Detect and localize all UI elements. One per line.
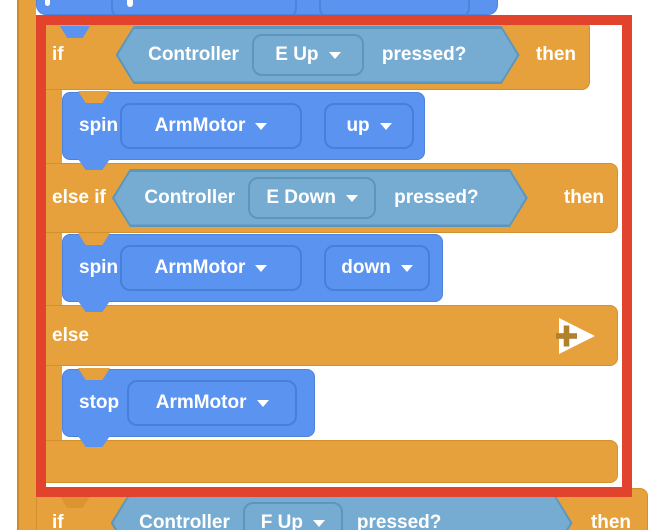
chevron-down-icon [255, 122, 268, 130]
elseif-keyword-label: else if [52, 187, 106, 208]
dropdown-value: down [341, 257, 391, 278]
motor-dropdown[interactable]: ArmMotor [120, 245, 303, 291]
clipped-letter-descender [45, 0, 50, 6]
chevron-down-icon [400, 264, 413, 272]
controller-pressed-condition-block[interactable]: Controller E Up pressed? [116, 26, 520, 84]
spin-block-up[interactable]: spin ArmMotor up [62, 92, 425, 160]
pressed-label: pressed? [381, 44, 467, 65]
controller-button-dropdown[interactable]: F Up [243, 502, 343, 530]
direction-dropdown[interactable]: down [324, 245, 431, 291]
stop-label: stop [79, 392, 120, 413]
chevron-down-icon [256, 399, 269, 407]
then-label: then [535, 44, 576, 65]
selection-highlight-rectangle [36, 15, 632, 497]
if-block-closing-bar[interactable] [36, 440, 618, 483]
connector-tab [78, 301, 110, 312]
connector-tab [78, 436, 110, 447]
motor-dropdown[interactable]: ArmMotor [120, 103, 303, 149]
notch-tab [78, 233, 110, 245]
connector-tab [78, 159, 110, 170]
notch-outline [60, 496, 90, 508]
dropdown-value: E Down [266, 187, 336, 208]
controller-button-dropdown[interactable]: E Down [248, 177, 376, 219]
then-label: then [563, 187, 604, 208]
controller-pressed-condition-block[interactable]: Controller E Down pressed? [112, 169, 528, 227]
clipped-block-above[interactable] [36, 0, 498, 15]
motor-dropdown[interactable]: ArmMotor [127, 380, 298, 426]
clipped-dropdown-outline[interactable] [319, 0, 470, 14]
controller-label: Controller [144, 187, 236, 208]
else-row[interactable]: else [36, 305, 618, 366]
pressed-label: pressed? [356, 512, 442, 530]
controller-label: Controller [148, 44, 239, 65]
notch-tab [78, 91, 110, 103]
else-keyword-label: else [52, 324, 89, 346]
spin-label: spin [79, 115, 119, 136]
dropdown-value: ArmMotor [154, 257, 246, 278]
dropdown-value: ArmMotor [154, 115, 246, 136]
dropdown-value: up [346, 115, 370, 136]
stop-block[interactable]: stop ArmMotor [62, 369, 315, 437]
chevron-down-icon [313, 520, 325, 527]
outer-loop-arm[interactable] [17, 0, 36, 530]
pressed-label: pressed? [394, 187, 479, 208]
then-label: then [590, 512, 631, 530]
dropdown-value: E Up [275, 44, 319, 65]
expand-else-arrow-icon[interactable] [553, 317, 597, 355]
chevron-down-icon [379, 122, 392, 130]
clipped-dropdown-outline[interactable] [111, 0, 297, 14]
chevron-down-icon [329, 52, 341, 59]
dropdown-value: F Up [260, 512, 303, 530]
controller-button-dropdown[interactable]: E Up [252, 34, 364, 76]
elseif-header-row[interactable]: else if Controller E Down pressed? then [36, 163, 618, 233]
spin-label: spin [79, 257, 119, 278]
chevron-down-icon [255, 264, 268, 272]
connector-tab [60, 26, 90, 38]
if-keyword-label: if [52, 44, 64, 65]
direction-dropdown[interactable]: up [324, 103, 415, 149]
dropdown-value: ArmMotor [155, 392, 247, 413]
notch-tab [78, 368, 110, 380]
chevron-down-icon [346, 195, 358, 202]
controller-pressed-condition-block[interactable]: Controller F Up pressed? [111, 494, 573, 530]
controller-label: Controller [139, 512, 230, 530]
if-keyword-label: if [52, 512, 64, 530]
spin-block-down[interactable]: spin ArmMotor down [62, 234, 443, 302]
if-header-row[interactable]: if Controller E Up pressed? then [36, 20, 590, 90]
clipped-letter-descender [127, 0, 133, 7]
